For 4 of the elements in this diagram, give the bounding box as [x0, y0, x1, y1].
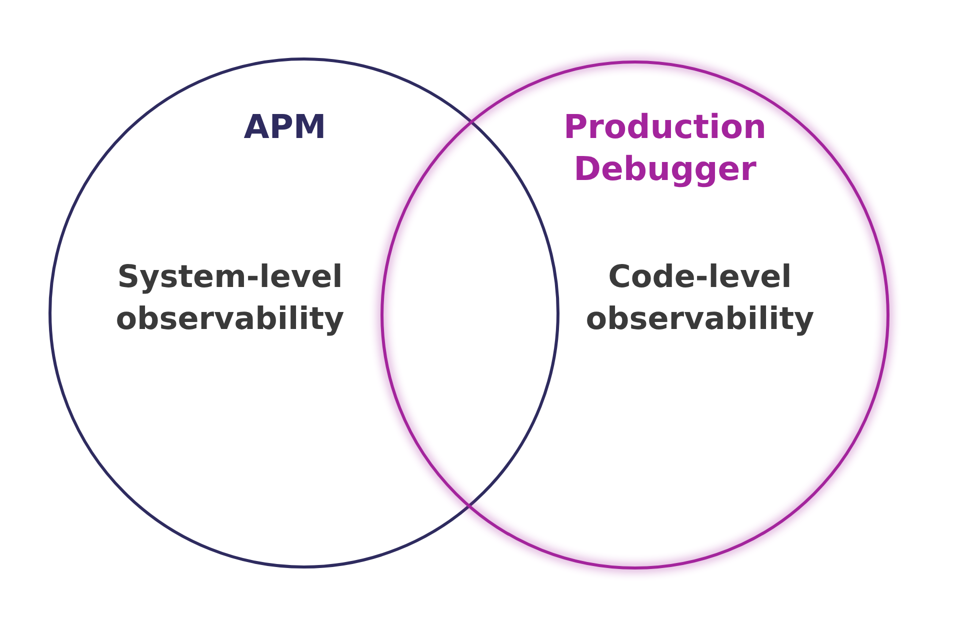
set-title: APM — [242, 106, 328, 148]
set-description: System-level observability — [114, 258, 346, 339]
set-description: Code-level observability — [584, 258, 816, 339]
set-title: Production Debugger — [562, 106, 768, 190]
